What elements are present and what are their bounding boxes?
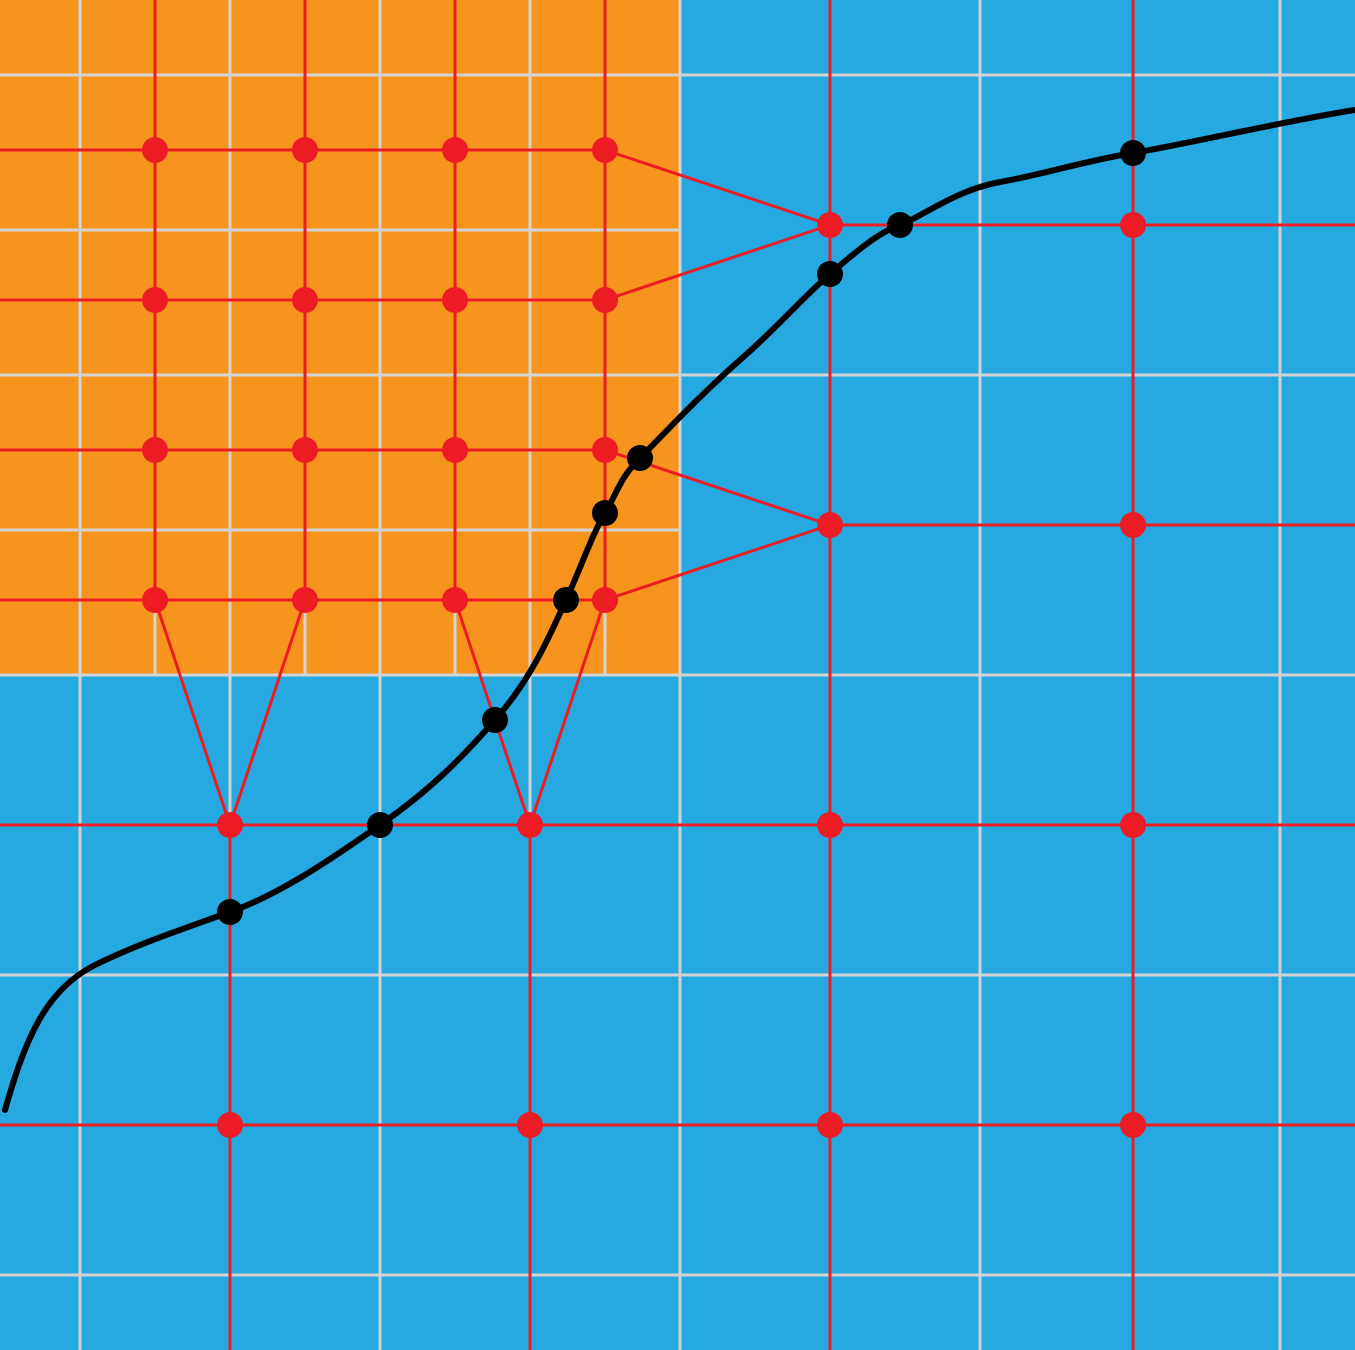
grid-node <box>442 287 468 313</box>
node-link <box>528 599 607 826</box>
grid-node <box>592 287 618 313</box>
grid-node <box>1120 512 1146 538</box>
interface-point <box>817 261 843 287</box>
interface-point <box>592 500 618 526</box>
grid-node <box>817 212 843 238</box>
grid-node <box>517 812 543 838</box>
interface-point <box>887 212 913 238</box>
node-link <box>604 523 831 602</box>
grid-node <box>1120 1112 1146 1138</box>
interface-point <box>553 587 579 613</box>
grid-node <box>817 512 843 538</box>
grid-node <box>1120 212 1146 238</box>
grid-node <box>142 137 168 163</box>
fine-region <box>0 0 680 675</box>
grid-node <box>292 137 318 163</box>
grid-node <box>292 437 318 463</box>
grid-node <box>817 812 843 838</box>
interface-point <box>1120 140 1146 166</box>
interface-point <box>627 445 653 471</box>
grid-node <box>592 437 618 463</box>
interface-point <box>217 899 243 925</box>
grid-node <box>442 587 468 613</box>
grid-node <box>142 587 168 613</box>
interface-points <box>217 140 1146 925</box>
grid-node <box>142 287 168 313</box>
node-link <box>228 599 307 826</box>
grid-node <box>142 437 168 463</box>
grid-node <box>592 587 618 613</box>
grid-node <box>1120 812 1146 838</box>
grid-node <box>817 1112 843 1138</box>
grid-nodes <box>142 137 1146 1138</box>
interface-point <box>367 812 393 838</box>
node-link <box>604 148 831 227</box>
grid-node <box>517 1112 543 1138</box>
grid-node <box>292 587 318 613</box>
grid-node <box>592 137 618 163</box>
grid-node <box>442 437 468 463</box>
interface-point <box>482 707 508 733</box>
grid-node <box>442 137 468 163</box>
node-link <box>153 599 232 826</box>
node-link <box>604 223 831 302</box>
grid-node <box>217 812 243 838</box>
grid-node <box>217 1112 243 1138</box>
grid-node <box>292 287 318 313</box>
